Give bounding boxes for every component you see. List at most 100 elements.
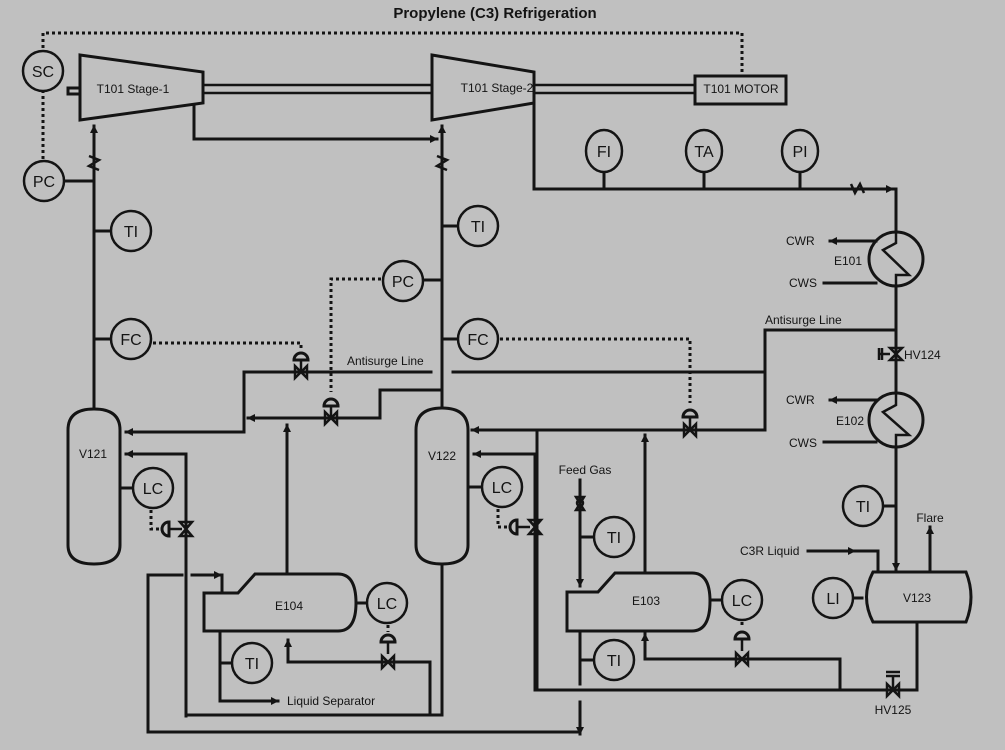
liquid-separator-line (218, 629, 280, 705)
shaft-2 (534, 83, 695, 95)
compressor-stage-2[interactable]: T101 Stage-2 (430, 53, 536, 122)
v122-label: V122 (428, 449, 456, 463)
instrument-li[interactable]: LI (811, 576, 855, 620)
antisurge-line-left (124, 370, 433, 436)
level-valve-v122[interactable] (508, 518, 544, 536)
ti-feed-label: TI (607, 530, 621, 547)
instrument-pc-left[interactable]: PC (22, 159, 66, 203)
fc-mid-label: FC (467, 332, 488, 349)
antisurge-left-label: Antisurge Line (347, 354, 424, 368)
level-valve-e103[interactable] (733, 630, 751, 669)
instrument-ti-e103[interactable]: TI (592, 638, 636, 682)
hv124-label: HV124 (904, 348, 941, 362)
instrument-ti-v123[interactable]: TI (841, 484, 885, 528)
lc-e104-label: LC (377, 596, 397, 613)
c3r-arrow-icon (848, 547, 856, 555)
pc-mid-label: PC (392, 274, 414, 291)
vessel-v123[interactable]: V123 (865, 570, 973, 624)
e103-vapor-to-v122 (472, 450, 537, 692)
check-valve-2-icon (434, 154, 450, 172)
flare-label: Flare (916, 511, 944, 525)
lc-v122-signal (496, 509, 507, 529)
valve-hv125[interactable]: HV125 (875, 670, 912, 717)
cwr-2-label: CWR (786, 393, 815, 407)
compressor-stage-1[interactable]: T101 Stage-1 (66, 53, 205, 122)
ti-e104-label: TI (245, 656, 259, 673)
feed-gas-label: Feed Gas (559, 463, 612, 477)
check-valve-1-icon (86, 154, 102, 172)
cws-1-label: CWS (789, 276, 817, 290)
pc-left-label: PC (33, 174, 55, 191)
stage-1-label: T101 Stage-1 (97, 82, 170, 96)
pressure-control-valve[interactable] (322, 397, 340, 428)
level-valve-e104[interactable] (379, 633, 397, 672)
lc-v121-signal (149, 510, 160, 531)
fc-left-signal (153, 341, 303, 350)
instrument-fc-mid[interactable]: FC (456, 317, 500, 361)
cwr-1-label: CWR (786, 234, 815, 248)
hv125-label: HV125 (875, 703, 912, 717)
check-valve-3-icon (849, 181, 866, 196)
antisurge-valve-right[interactable] (681, 408, 699, 440)
stage-2-label: T101 Stage-2 (461, 81, 534, 95)
level-valve-v121[interactable] (160, 520, 195, 538)
interstage-line (192, 104, 439, 143)
instrument-ti-left[interactable]: TI (109, 209, 153, 253)
e104-liquid-feed (284, 638, 432, 717)
instrument-ta[interactable]: TA (684, 128, 724, 174)
pc-mid-signal (329, 277, 381, 392)
instrument-ti-feed[interactable]: TI (592, 515, 636, 559)
shaft-1 (203, 83, 432, 95)
e104-inlet-arrow-icon (214, 571, 222, 579)
discharge-line (532, 101, 895, 193)
instrument-lc-e104[interactable]: LC (365, 581, 409, 625)
exchanger-e102[interactable]: E102 (836, 391, 925, 449)
instrument-fi[interactable]: FI (584, 128, 624, 174)
antisurge-right-label: Antisurge Line (765, 313, 842, 327)
instrument-pc-mid[interactable]: PC (381, 259, 425, 303)
lc-v121-label: LC (143, 481, 163, 498)
ti-left-label: TI (124, 224, 138, 241)
pi-label: PI (792, 144, 807, 161)
exchanger-e104[interactable]: E104 (202, 572, 358, 633)
instrument-lc-v121[interactable]: LC (131, 466, 175, 510)
v121-label: V121 (79, 447, 107, 461)
lc-e103-label: LC (732, 593, 752, 610)
vessel-v121[interactable]: V121 (66, 407, 122, 566)
exchanger-e101[interactable]: E101 (834, 230, 925, 288)
antisurge-line-right (451, 328, 898, 430)
instrument-ti-mid[interactable]: TI (456, 204, 500, 248)
vessel-v122[interactable]: V122 (414, 406, 470, 566)
instrument-fc-left[interactable]: FC (109, 317, 153, 361)
liquid-separator-label: Liquid Separator (287, 694, 375, 708)
e101-label: E101 (834, 254, 862, 268)
instrument-lc-e103[interactable]: LC (720, 578, 764, 622)
c3r-line (806, 549, 880, 574)
e102-label: E102 (836, 414, 864, 428)
li-label: LI (826, 591, 839, 608)
sc-label: SC (32, 64, 54, 81)
instrument-lc-v122[interactable]: LC (480, 465, 524, 509)
exchanger-e103[interactable]: E103 (565, 571, 712, 633)
e104-vapor-to-v121 (124, 450, 188, 718)
ti-e103-label: TI (607, 653, 621, 670)
instrument-ti-e104[interactable]: TI (230, 641, 274, 685)
e104-label: E104 (275, 599, 303, 613)
instrument-pi[interactable]: PI (780, 128, 820, 174)
c3r-label: C3R Liquid (740, 544, 799, 558)
e103-label: E103 (632, 594, 660, 608)
ti-mid-label: TI (471, 219, 485, 236)
valve-hv124[interactable]: HV124 (877, 346, 941, 362)
fi-label: FI (597, 144, 611, 161)
cws-2-label: CWS (789, 436, 817, 450)
antisurge-valve-left[interactable] (292, 351, 310, 382)
recycle-line-mid (246, 388, 444, 422)
motor-label: T101 MOTOR (703, 82, 778, 96)
diagram-title: Propylene (C3) Refrigeration (393, 5, 596, 22)
v123-liquid-return (535, 428, 919, 692)
ta-label: TA (694, 144, 714, 161)
instrument-sc[interactable]: SC (21, 49, 65, 93)
motor[interactable]: T101 MOTOR (693, 74, 788, 106)
feed-gas-valve[interactable] (573, 495, 587, 512)
